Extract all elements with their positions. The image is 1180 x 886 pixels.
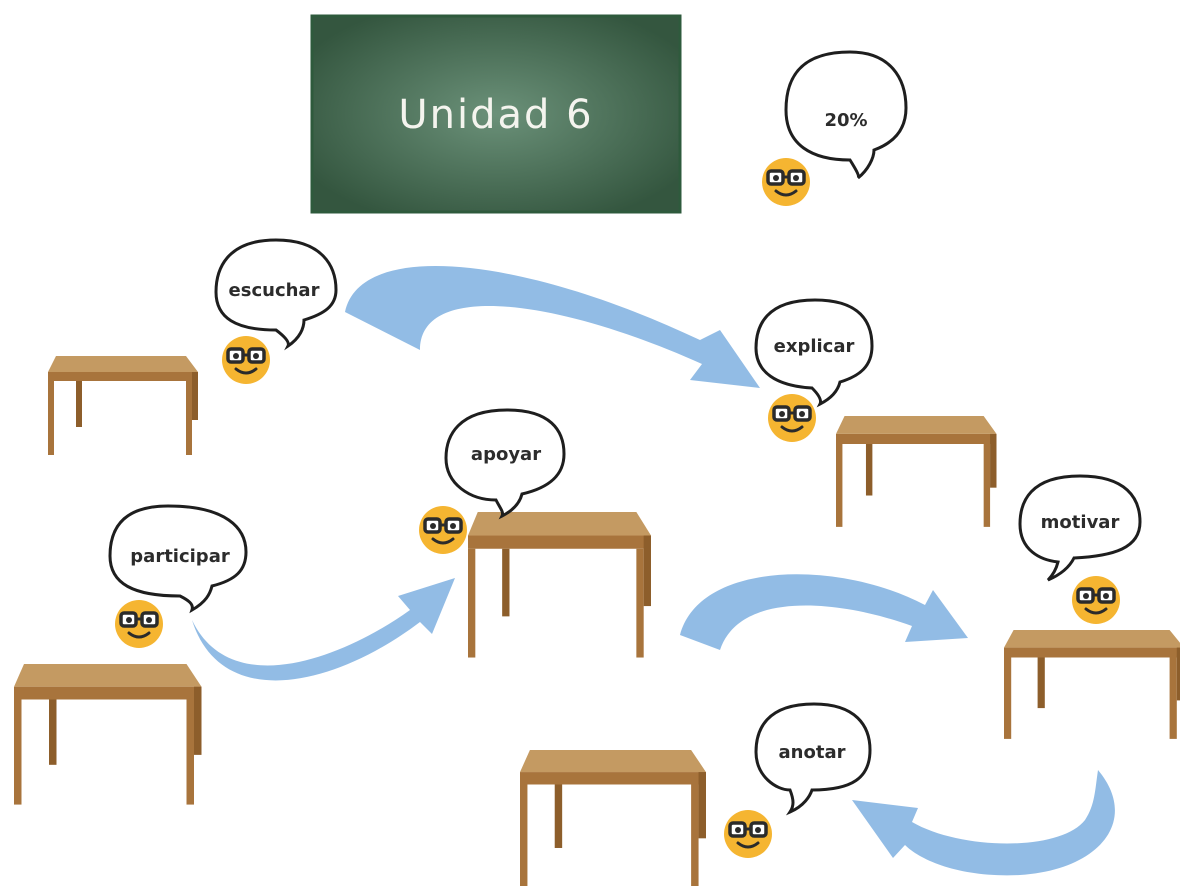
speech-bubble-percent: 20% — [784, 50, 908, 180]
apoyar-label: apoyar — [471, 444, 541, 465]
desk-anotar — [520, 750, 706, 886]
speech-bubble-motivar: motivar — [1018, 474, 1142, 582]
smiley-icon — [760, 156, 812, 208]
escuchar-label: escuchar — [229, 280, 320, 301]
smiley-icon — [1070, 574, 1122, 626]
percent-label: 20% — [824, 110, 867, 131]
speech-bubble-apoyar: apoyar — [444, 408, 566, 520]
smiley-icon — [113, 598, 165, 650]
desk-apoyar — [468, 512, 651, 658]
speech-bubble-anotar: anotar — [754, 702, 872, 816]
participar-label: participar — [130, 546, 230, 567]
desk-participar — [14, 664, 202, 805]
speech-bubble-escuchar: escuchar — [214, 238, 338, 351]
desk-escuchar — [48, 356, 198, 455]
smiley-icon — [766, 392, 818, 444]
smiley-icon — [417, 504, 469, 556]
speech-bubble-explicar: explicar — [754, 298, 874, 408]
arrow-participar-to-apoyar — [192, 578, 455, 681]
smiley-icon — [722, 808, 774, 860]
smiley-icon — [220, 334, 272, 386]
desk-motivar — [1004, 630, 1180, 739]
board-title: Unidad 6 — [398, 92, 593, 138]
chalkboard: Unidad 6 — [310, 14, 682, 214]
arrow-apoyar-to-motivar — [680, 574, 968, 650]
motivar-label: motivar — [1041, 512, 1120, 533]
speech-bubble-participar: participar — [108, 504, 248, 614]
anotar-label: anotar — [779, 742, 846, 763]
arrow-escuchar-to-explicar — [345, 266, 760, 388]
explicar-label: explicar — [774, 336, 855, 357]
desk-explicar — [836, 416, 997, 527]
arrow-motivar-to-anotar — [852, 770, 1115, 876]
